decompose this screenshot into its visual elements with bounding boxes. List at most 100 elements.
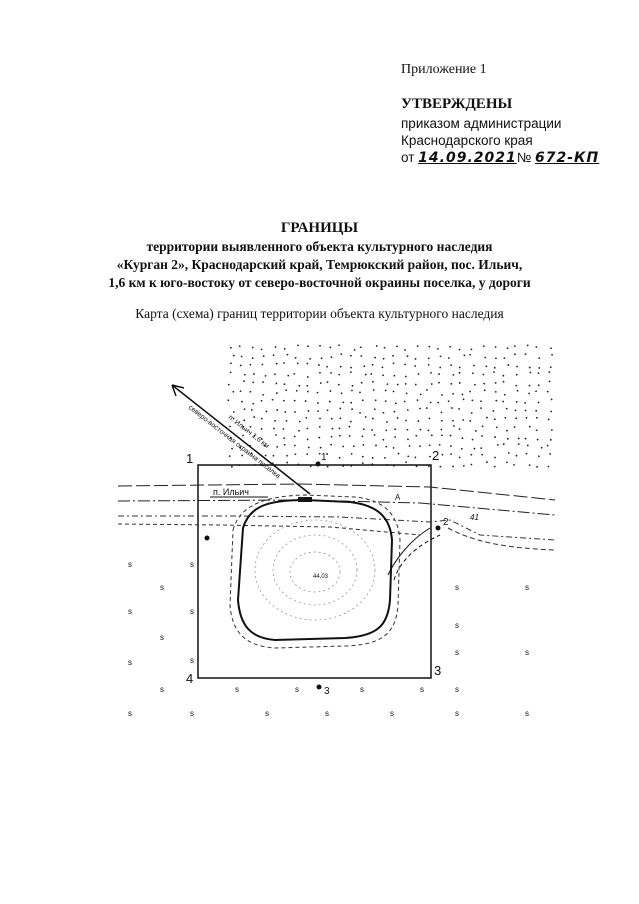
- dot-mark: [340, 392, 343, 395]
- protection-zone-outline: [229, 494, 401, 649]
- dot-mark: [298, 384, 301, 387]
- dot-mark: [426, 389, 428, 391]
- dot-mark: [260, 417, 263, 420]
- dot-mark: [429, 401, 432, 404]
- dot-mark: [461, 393, 464, 396]
- dot-mark: [340, 353, 343, 356]
- dot-mark: [548, 380, 551, 383]
- dot-mark: [397, 452, 400, 455]
- sand-symbol: s: [525, 709, 529, 718]
- dot-mark: [461, 437, 464, 440]
- dot-mark: [294, 453, 297, 456]
- dot-mark: [264, 375, 267, 377]
- approved-heading: УТВЕРЖДЕНЫ: [401, 96, 513, 112]
- dot-mark: [494, 346, 497, 348]
- dot-mark: [329, 346, 332, 349]
- path-line: [393, 534, 441, 581]
- dot-mark: [493, 418, 496, 421]
- dot-mark: [386, 383, 389, 385]
- dot-mark: [502, 400, 505, 403]
- dot-mark: [360, 381, 363, 384]
- dot-mark: [373, 434, 376, 436]
- dot-mark: [239, 390, 242, 393]
- dot-mark: [407, 455, 410, 458]
- dot-mark: [318, 425, 321, 428]
- dot-mark: [473, 364, 475, 367]
- dot-mark: [495, 426, 498, 429]
- territory-boundary: [197, 464, 432, 679]
- dot-mark: [338, 373, 341, 376]
- sand-symbol: s: [455, 648, 459, 657]
- dot-mark: [372, 389, 375, 391]
- dot-mark: [480, 400, 482, 403]
- dot-mark: [471, 438, 474, 441]
- dot-mark: [535, 416, 538, 419]
- dot-mark: [272, 354, 275, 357]
- dot-mark: [484, 356, 487, 359]
- dot-mark: [470, 463, 473, 466]
- dot-mark: [486, 461, 488, 463]
- dot-mark: [462, 398, 465, 401]
- dot-mark: [293, 372, 296, 375]
- dot-mark: [427, 357, 430, 360]
- dot-mark: [537, 401, 540, 404]
- dot-mark: [319, 382, 322, 384]
- dot-mark: [428, 417, 431, 420]
- dot-mark: [528, 366, 531, 369]
- dot-mark: [361, 399, 364, 402]
- dot-mark: [285, 419, 288, 422]
- dot-mark: [474, 430, 477, 432]
- point-marker: [204, 535, 210, 541]
- dot-mark: [486, 416, 488, 419]
- point-label-2: 2: [443, 517, 449, 528]
- dot-mark: [328, 400, 331, 403]
- dot-mark: [427, 363, 430, 366]
- dot-mark: [326, 409, 329, 412]
- dot-mark: [494, 456, 496, 459]
- dot-mark: [493, 371, 495, 374]
- dot-mark: [514, 353, 516, 356]
- dot-mark: [307, 410, 310, 412]
- dot-mark: [507, 452, 510, 454]
- dot-mark: [549, 438, 552, 441]
- dot-mark: [384, 389, 387, 392]
- dot-mark: [360, 355, 363, 357]
- dot-mark: [517, 443, 520, 446]
- dot-mark: [525, 452, 528, 455]
- dot-mark: [440, 428, 443, 431]
- dot-mark: [306, 438, 309, 441]
- dot-mark: [374, 356, 377, 359]
- dot-mark: [348, 425, 351, 428]
- dot-mark: [338, 456, 341, 459]
- mound-outline: [236, 498, 394, 642]
- dot-mark: [337, 383, 340, 386]
- approved-by-line: приказом администрации: [401, 116, 562, 131]
- dot-mark: [348, 434, 351, 437]
- dot-mark: [405, 419, 407, 422]
- dot-mark: [326, 453, 329, 455]
- dot-mark: [294, 411, 296, 413]
- dot-mark: [349, 371, 352, 374]
- dot-mark: [242, 434, 244, 437]
- dot-mark: [440, 419, 443, 422]
- dot-mark: [375, 345, 378, 347]
- dot-mark: [458, 408, 461, 410]
- dot-mark: [282, 428, 285, 430]
- point-label-1: 1: [321, 452, 327, 463]
- dot-mark: [338, 434, 341, 437]
- sand-symbol: s: [295, 685, 299, 694]
- dot-mark: [330, 417, 333, 420]
- dot-mark: [275, 434, 277, 436]
- dot-mark: [517, 437, 520, 440]
- sand-symbol: s: [190, 709, 194, 718]
- dot-mark: [394, 436, 397, 438]
- dot-mark: [513, 345, 516, 348]
- dot-mark: [330, 356, 333, 359]
- document-title: ГРАНИЦЫ: [280, 220, 359, 236]
- dot-mark: [507, 364, 510, 366]
- dot-mark: [238, 345, 241, 348]
- dot-mark: [283, 362, 285, 364]
- dot-mark: [317, 364, 320, 366]
- dot-mark: [309, 465, 312, 468]
